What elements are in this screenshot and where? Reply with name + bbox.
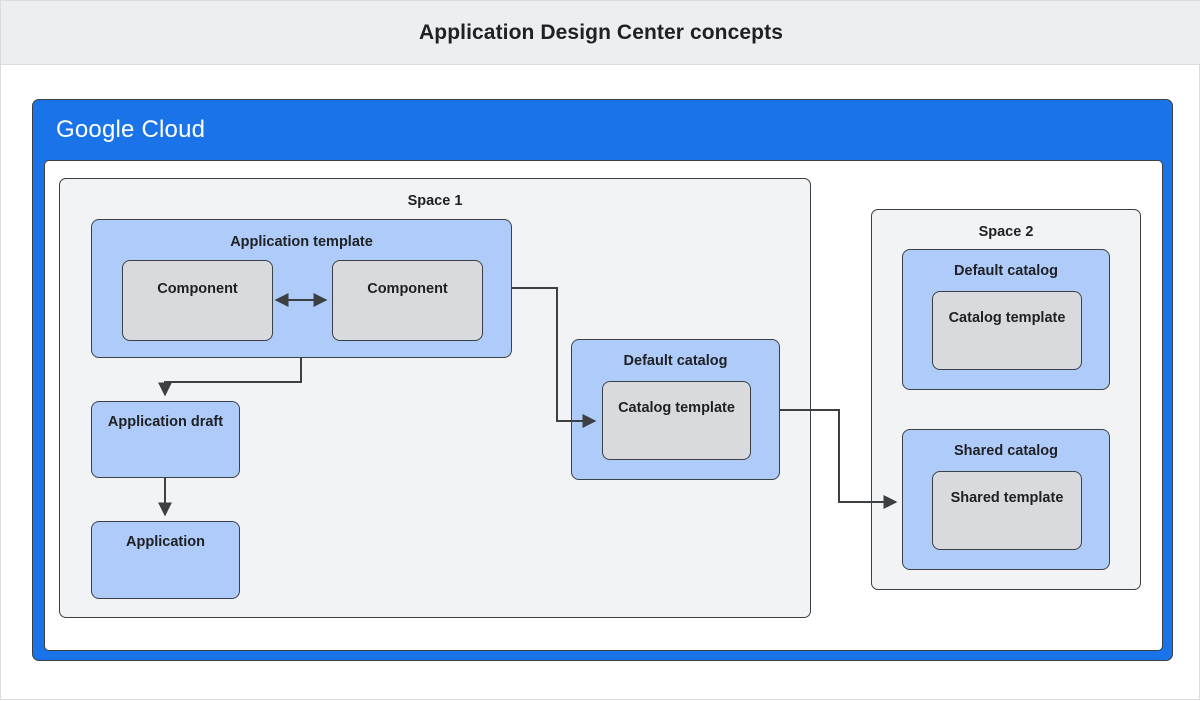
node-shared-catalog-label: Shared catalog [954, 443, 1058, 459]
node-application-template[interactable]: Application template Component Component [91, 219, 512, 358]
node-shared-catalog[interactable]: Shared catalog Shared template [902, 429, 1110, 570]
space-1-label: Space 1 [407, 193, 463, 209]
node-default-catalog-space-1[interactable]: Default catalog Catalog template [571, 339, 780, 480]
node-default-catalog-space-2-label: Default catalog [954, 263, 1058, 279]
google-cloud-logo-bold: Google [56, 116, 135, 143]
node-catalog-template-space-1-label: Catalog template [618, 400, 735, 416]
page-title: Application Design Center concepts [419, 20, 783, 44]
node-component-right[interactable]: Component [332, 260, 483, 341]
node-application-draft[interactable]: Application draft [91, 401, 240, 478]
space-2-label: Space 2 [978, 224, 1034, 240]
node-application-label: Application [126, 534, 205, 550]
node-default-catalog-space-1-label: Default catalog [623, 353, 728, 369]
node-application-draft-label: Application draft [107, 414, 224, 430]
google-cloud-logo-word-cloud: Cloud [141, 116, 206, 143]
node-component-left-label: Component [157, 281, 238, 297]
node-application-template-label: Application template [230, 234, 373, 250]
google-cloud-logo: Google Cloud [56, 116, 205, 144]
node-shared-template[interactable]: Shared template [932, 471, 1082, 550]
node-catalog-template-space-2-label: Catalog template [948, 310, 1066, 326]
node-application[interactable]: Application [91, 521, 240, 599]
node-shared-template-label: Shared template [950, 490, 1064, 506]
title-bar: Application Design Center concepts [1, 1, 1200, 65]
node-component-left[interactable]: Component [122, 260, 273, 341]
node-component-right-label: Component [367, 281, 448, 297]
node-default-catalog-space-2[interactable]: Default catalog Catalog template [902, 249, 1110, 390]
node-catalog-template-space-2[interactable]: Catalog template [932, 291, 1082, 370]
node-catalog-template-space-1[interactable]: Catalog template [602, 381, 751, 460]
